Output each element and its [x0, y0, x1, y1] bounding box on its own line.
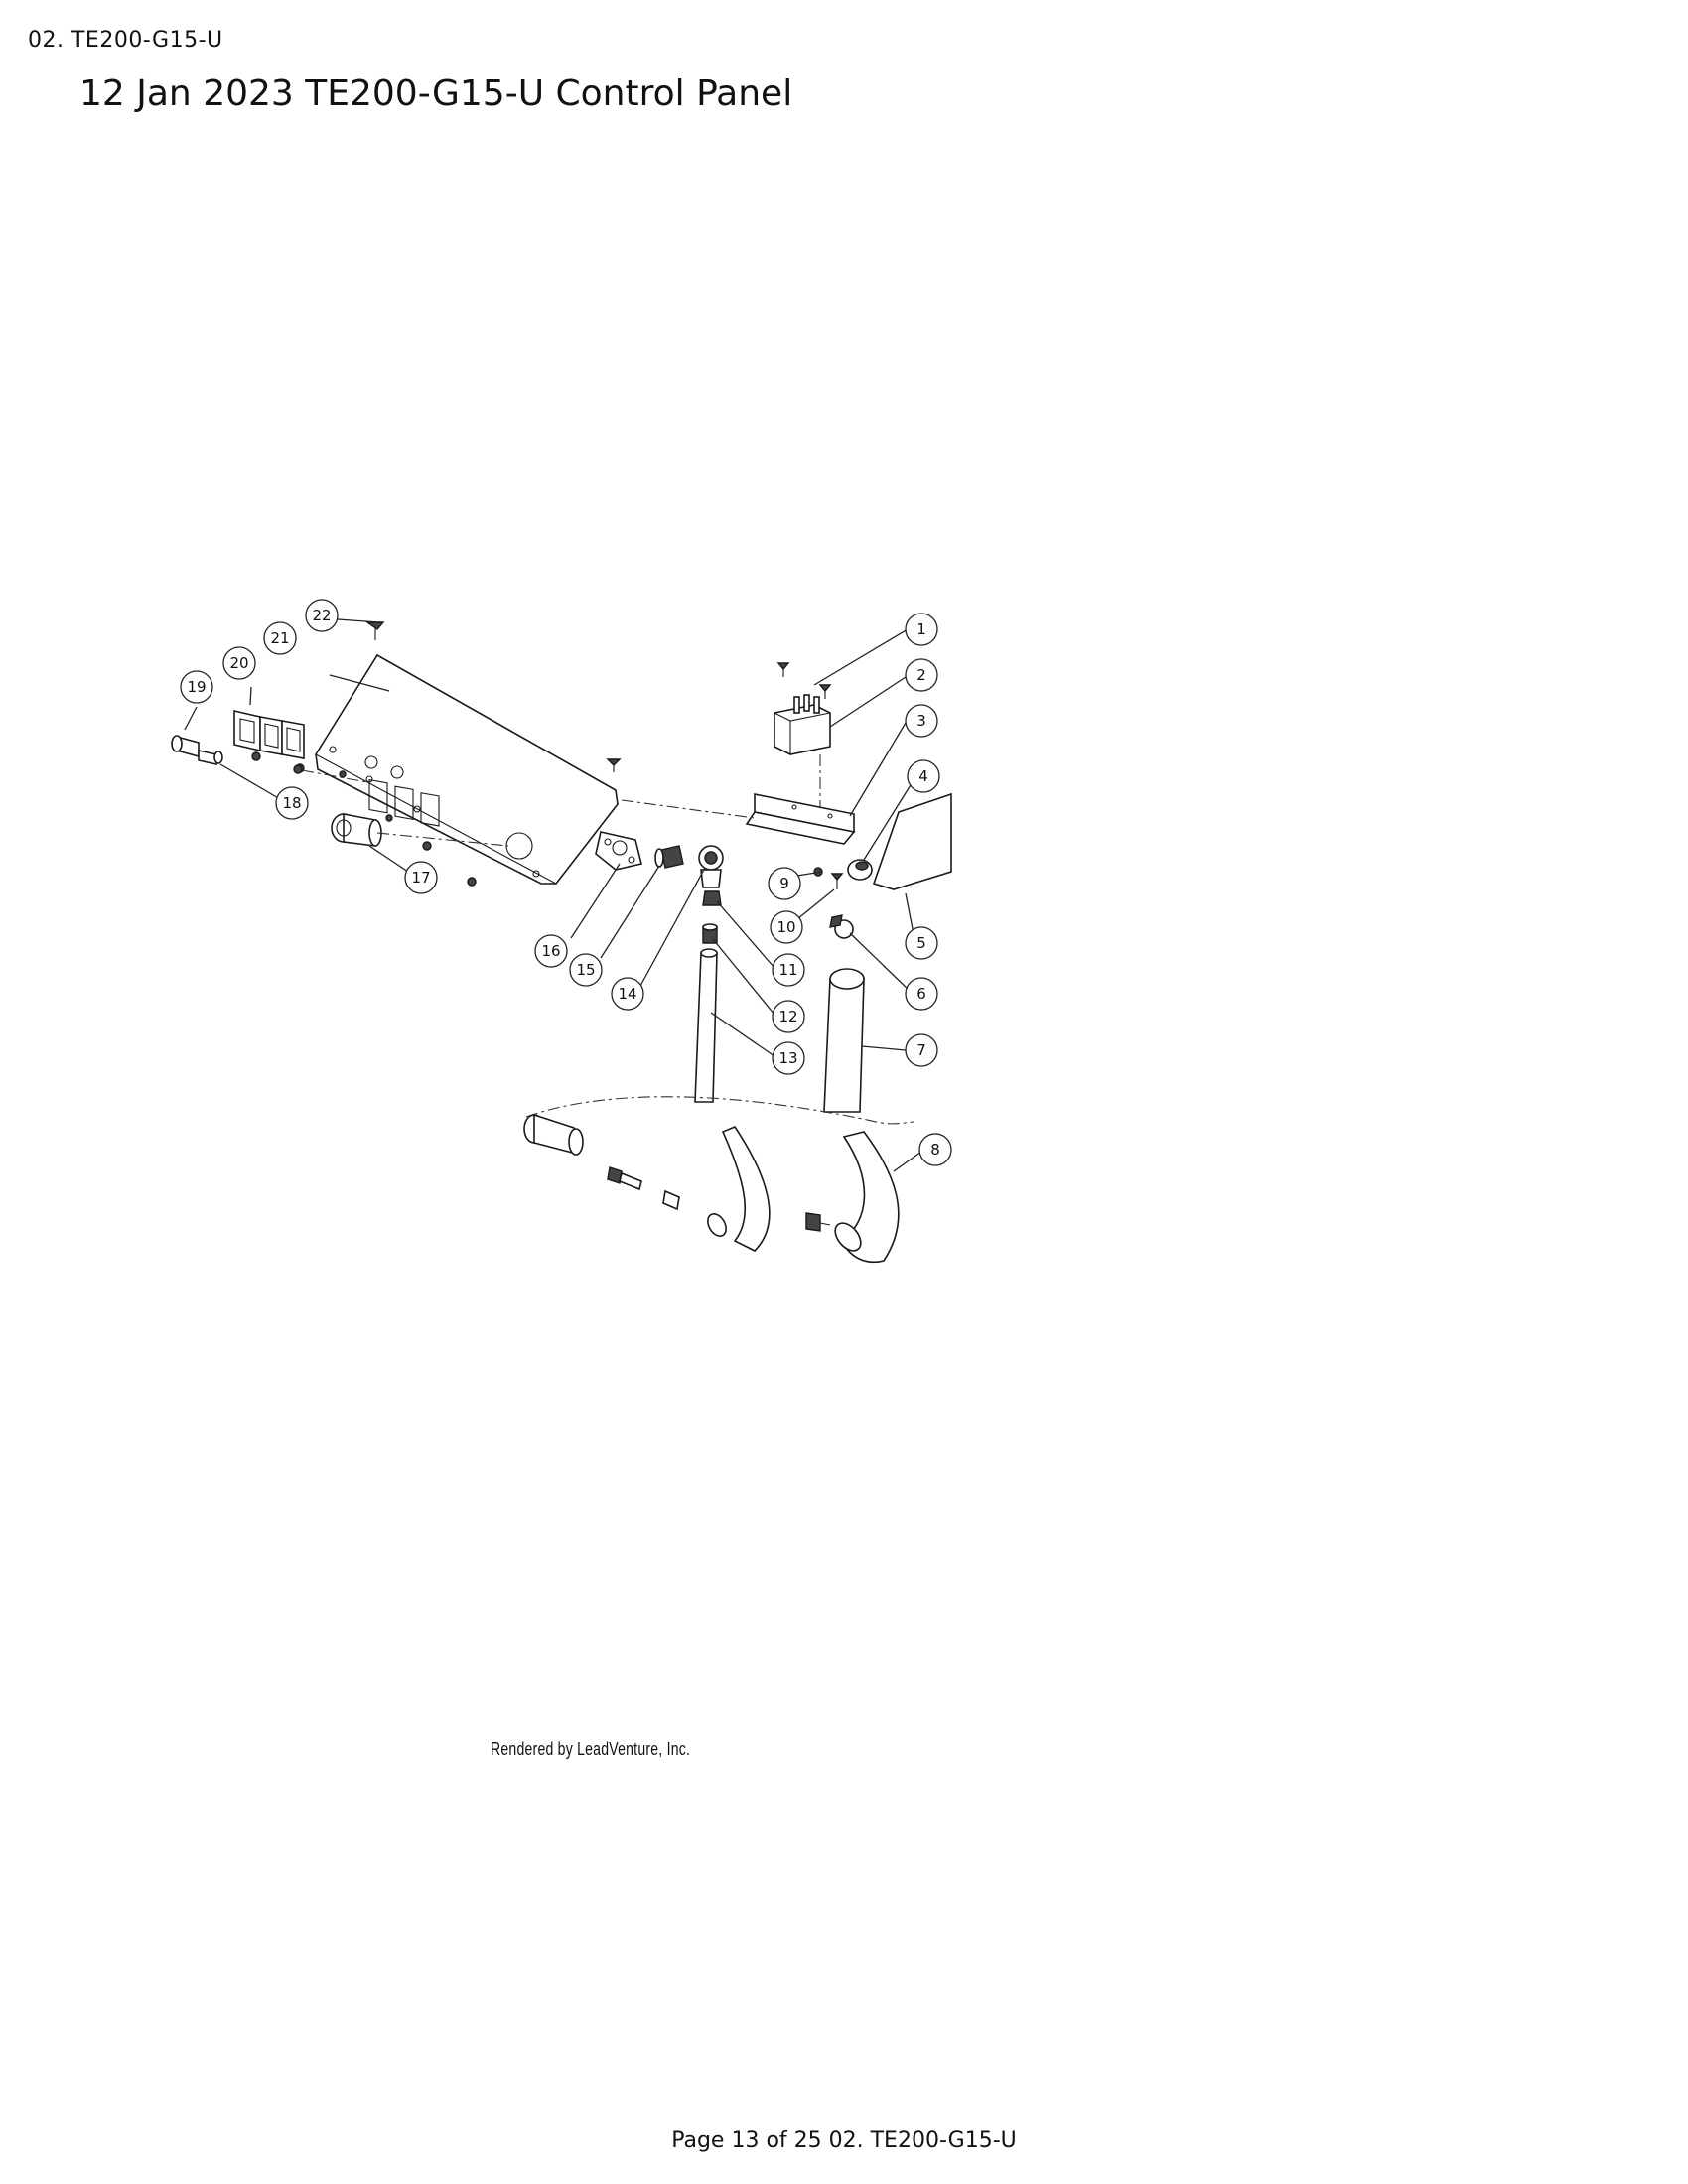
callout-22: 22 — [305, 599, 339, 632]
lower-valve-stem — [607, 1166, 642, 1191]
callout-18: 18 — [275, 786, 309, 820]
page-title: 12 Jan 2023 TE200-G15-U Control Panel — [79, 73, 793, 114]
svg-text:5: 5 — [916, 934, 926, 952]
hose-7 — [823, 968, 865, 1113]
callout-5: 5 — [905, 926, 938, 960]
screw-18 — [293, 764, 368, 783]
callout-7: 7 — [905, 1033, 938, 1067]
control-panel-plate — [315, 653, 619, 885]
page-footer: Page 13 of 25 02. TE200-G15-U — [671, 2128, 1017, 2153]
callout-16: 16 — [534, 934, 568, 968]
svg-text:18: 18 — [282, 794, 301, 812]
cover-plate-5 — [872, 792, 952, 890]
svg-text:9: 9 — [779, 875, 789, 892]
elbow-fitting-14 — [698, 845, 724, 888]
lower-cap — [662, 1189, 680, 1211]
callout-9: 9 — [768, 867, 801, 900]
svg-text:16: 16 — [541, 942, 560, 960]
callout-21: 21 — [263, 621, 297, 655]
callout-17: 17 — [404, 861, 438, 894]
callout-3: 3 — [905, 704, 938, 738]
svg-text:11: 11 — [778, 961, 797, 979]
clamp-6 — [829, 914, 854, 939]
callout-15: 15 — [569, 953, 603, 987]
svg-text:2: 2 — [916, 666, 926, 684]
screw-10 — [830, 873, 844, 889]
callout-19: 19 — [180, 670, 213, 704]
callout-1: 1 — [905, 613, 938, 646]
breaker-17 — [331, 813, 509, 887]
svg-text:6: 6 — [916, 985, 926, 1003]
svg-text:15: 15 — [576, 961, 595, 979]
lower-clamp — [805, 1212, 831, 1232]
callout-11: 11 — [772, 953, 805, 987]
svg-text:12: 12 — [778, 1008, 797, 1025]
leader-lines — [184, 618, 922, 1172]
relay-2 — [774, 694, 831, 839]
svg-text:13: 13 — [778, 1049, 797, 1067]
indicator-lamp-19 — [171, 735, 223, 765]
svg-text:14: 14 — [618, 985, 636, 1003]
svg-text:4: 4 — [918, 767, 928, 785]
screw-1 — [776, 662, 832, 699]
svg-text:20: 20 — [229, 654, 248, 672]
rendered-by-credit: Rendered by LeadVenture, Inc. — [491, 1739, 691, 1759]
callout-14: 14 — [611, 977, 644, 1011]
hose-13 — [694, 948, 718, 1103]
svg-text:8: 8 — [930, 1141, 940, 1159]
svg-text:22: 22 — [312, 607, 331, 624]
svg-text:10: 10 — [776, 918, 795, 936]
svg-text:3: 3 — [916, 712, 926, 730]
callout-4: 4 — [907, 759, 940, 793]
fitting-12 — [702, 923, 718, 944]
hose-assembly-8 — [707, 1126, 900, 1263]
svg-text:17: 17 — [411, 869, 430, 887]
panel-screw — [606, 758, 622, 772]
fitting-15 — [654, 845, 684, 869]
lower-coupler — [523, 1113, 584, 1156]
callout-8: 8 — [918, 1133, 952, 1166]
callout-6: 6 — [905, 977, 938, 1011]
mounting-bracket-3 — [621, 793, 856, 845]
svg-text:21: 21 — [270, 629, 289, 647]
callout-13: 13 — [772, 1041, 805, 1075]
screw-22 — [364, 621, 385, 640]
section-label: 02. TE200-G15-U — [28, 28, 223, 53]
callout-10: 10 — [770, 910, 803, 944]
callout-12: 12 — [772, 1000, 805, 1033]
callout-2: 2 — [905, 658, 938, 692]
svg-text:7: 7 — [916, 1041, 926, 1059]
svg-text:19: 19 — [187, 678, 206, 696]
callout-20: 20 — [222, 646, 256, 680]
svg-text:1: 1 — [916, 620, 926, 638]
rocker-switches-20 — [233, 709, 305, 773]
knob-4 — [847, 859, 873, 881]
bracket-16 — [595, 831, 642, 871]
